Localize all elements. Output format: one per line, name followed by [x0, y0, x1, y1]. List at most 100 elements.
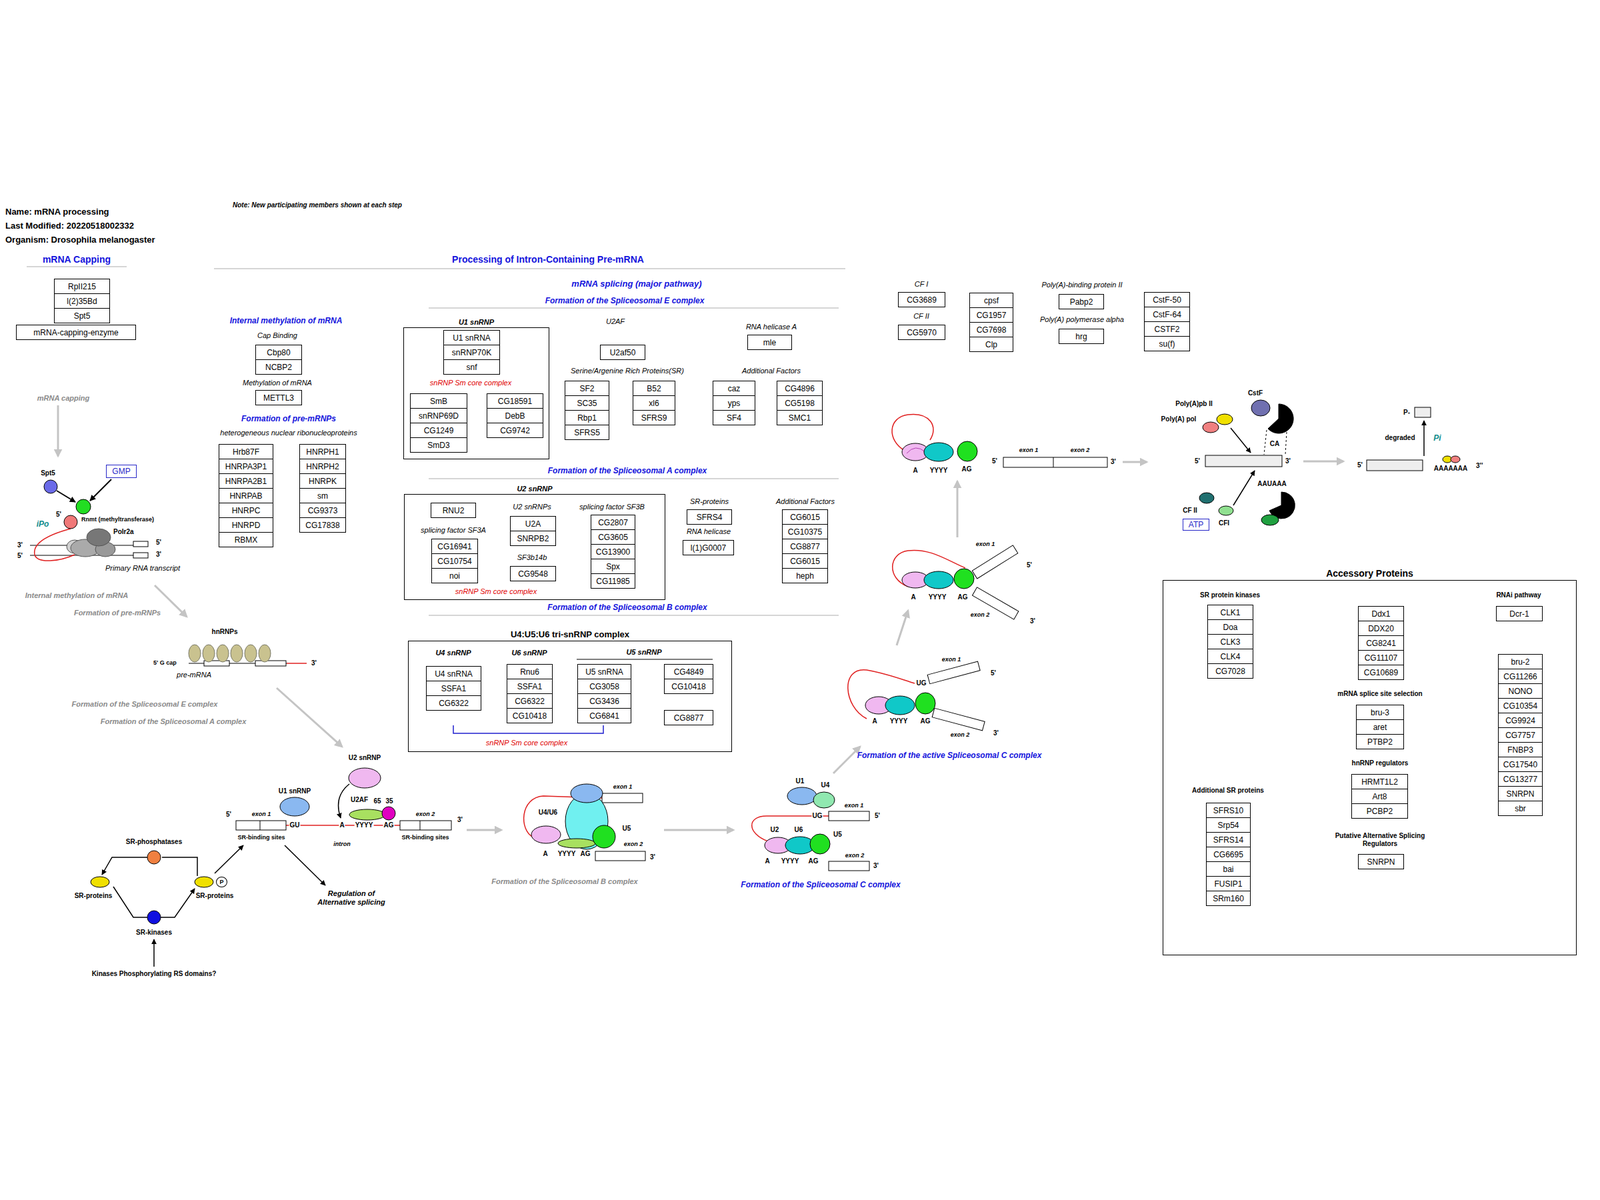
gene-box: HNRPH2: [299, 458, 346, 474]
gene-box: FNBP3: [1498, 742, 1543, 758]
gene-box: CG11985: [590, 573, 636, 589]
diagram-label: P-: [1403, 408, 1410, 417]
capping-illustration-part: [56, 490, 76, 502]
gene-name: SNRPB2: [516, 534, 549, 544]
gene-name: CG3058: [589, 682, 620, 692]
gene-name: CG17540: [1503, 760, 1538, 770]
gene-name: SNRPN: [1506, 789, 1534, 799]
gene-name: Rnu6: [520, 667, 540, 677]
gene-name: FNBP3: [1507, 745, 1534, 755]
gene-box: CstF-64: [1144, 306, 1190, 322]
gene-box: Rbp1: [564, 410, 610, 426]
flow-arrow-part: [956, 481, 959, 538]
gene-box: caz: [712, 380, 756, 396]
diagram-label: Spt5: [40, 469, 56, 478]
polyadenylation-illustration-part: [1285, 432, 1287, 455]
gene-box: snRNP69D: [410, 408, 468, 424]
splicing-step-illustration-part: [954, 568, 974, 589]
gene-name: CG7028: [1215, 666, 1246, 676]
gene-name: CG16941: [437, 542, 472, 552]
gene-box: HNRPA2B1: [218, 473, 274, 489]
gene-name: l(1)G0007: [690, 543, 726, 553]
diagram-label: U4/U6: [538, 808, 558, 817]
diagram-label: exon 2: [416, 810, 436, 818]
gene-box: CG5198: [776, 395, 823, 411]
gene-name: CG9373: [308, 506, 338, 516]
gene-name: CG10418: [512, 711, 547, 721]
section-rule-part: [428, 307, 839, 309]
gene-box: l(1)G0007: [682, 540, 734, 556]
gene-box: snf: [443, 359, 500, 375]
gene-box: CG10754: [431, 553, 478, 569]
gene-box: CG5970: [898, 324, 946, 340]
diagram-label: Regulation of Alternative splicing: [314, 889, 388, 906]
gene-box: CG7698: [969, 322, 1014, 338]
gene-box: CG9924: [1498, 712, 1543, 728]
diagram-label: pre-mRNA: [176, 670, 212, 680]
capping-illustration-part: [44, 480, 58, 494]
polyadenylation-illustration-part: [1230, 428, 1251, 453]
gene-box: heph: [782, 568, 828, 584]
tri-snrnp-bracket-part: [453, 725, 604, 734]
diagram-label: 65: [373, 797, 381, 806]
gene-name: heph: [796, 571, 814, 581]
gene-name: HNRPH1: [306, 447, 339, 457]
gene-name: CG3605: [598, 532, 628, 542]
gene-name: mRNA-capping-enzyme: [33, 328, 118, 338]
diagram-label: 5': [56, 510, 62, 519]
pre-mrna-illustration-part: [216, 644, 229, 662]
gene-box: PTBP2: [1356, 734, 1404, 750]
gene-box: CG8877: [664, 710, 714, 726]
gene-box: Pabp2: [1058, 294, 1104, 310]
gene-name: HNRPA2B1: [225, 476, 267, 486]
diagram-label: YYYY: [558, 850, 576, 858]
gene-name: GMP: [112, 466, 130, 476]
gene-name: CG8241: [1366, 638, 1396, 648]
diagram-label: 5': [874, 812, 880, 820]
gene-box: CG9548: [510, 566, 556, 582]
gene-name: CLK4: [1220, 652, 1240, 662]
gene-box: SFRS10: [1206, 802, 1251, 818]
c-complex-illustration-part: [828, 861, 870, 871]
sr-cycle-illustration-part: [147, 910, 161, 924]
flow-arrow-part: [896, 610, 908, 646]
gene-name: CG4849: [674, 667, 704, 677]
diagram-label: Organism: Drosophila melanogaster: [5, 235, 156, 246]
sr-cycle-illustration-part: [113, 886, 148, 918]
e-complex-illustration-part: [349, 809, 386, 820]
active-c-complex-illustration-part: [932, 708, 985, 731]
sr-cycle-illustration-part: [147, 850, 161, 864]
gene-box: Art8: [1351, 788, 1408, 804]
gene-name: SFRS5: [574, 428, 600, 438]
gene-box: mRNA-capping-enzyme: [16, 324, 136, 340]
splicing-step-illustration-part: [924, 571, 954, 589]
gene-name: CG5198: [784, 398, 815, 408]
gene-box: SNRPN: [1358, 854, 1404, 870]
diagram-label: splicing factor SF3A: [420, 526, 486, 535]
gene-name: mle: [763, 338, 776, 348]
gene-name: SFRS10: [1213, 806, 1244, 816]
gene-name: RpII215: [68, 282, 96, 292]
molecule-box: ATP: [1182, 518, 1210, 531]
gene-box: CG2807: [590, 514, 636, 530]
polyadenylation-illustration-part: [1233, 470, 1255, 506]
diagram-label: Poly(A)-binding protein II: [1041, 280, 1122, 290]
active-c-complex-illustration-part: [915, 692, 936, 714]
gene-name: SFRS4: [696, 512, 723, 522]
gene-name: CG10375: [788, 527, 822, 537]
gene-name: cpsf: [984, 296, 999, 306]
polyadenylation-illustration-part: [1261, 514, 1279, 526]
gene-name: su(f): [1159, 339, 1176, 349]
gene-box: Spt5: [54, 308, 110, 324]
group-heading: U4:U5:U6 tri-snRNP complex: [382, 629, 758, 640]
gene-box: Clp: [969, 336, 1014, 352]
gene-box: PCBP2: [1351, 803, 1408, 819]
sr-cycle-illustration-part: [162, 857, 198, 876]
gene-name: CG9548: [518, 569, 548, 579]
splicing-step-illustration-part: [972, 545, 1018, 579]
diagram-label: SR-kinases: [136, 928, 172, 937]
gene-box: CG10354: [1498, 698, 1543, 714]
diagram-label: 5': [992, 457, 998, 466]
gene-name: xl6: [648, 398, 659, 408]
diagram-label: 3': [1030, 617, 1036, 626]
